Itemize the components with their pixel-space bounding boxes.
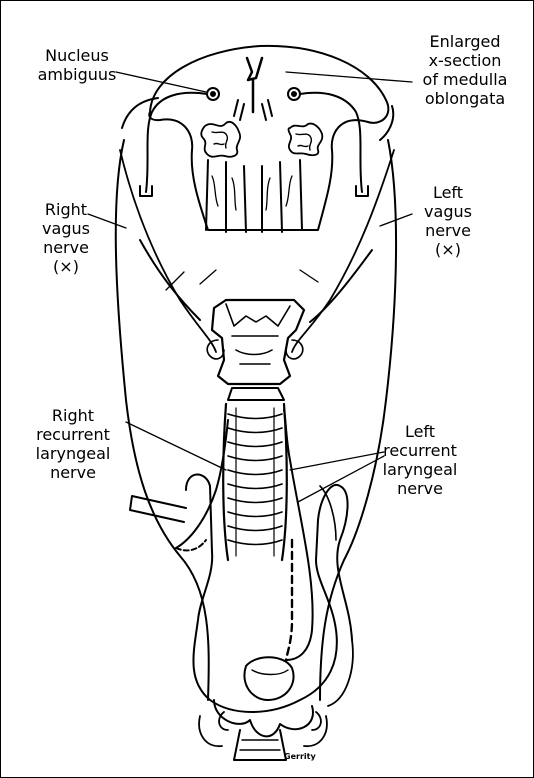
left-recurrent-nerve-dashed [286, 540, 292, 660]
label-nucleus-ambiguus: Nucleus ambiguus [30, 46, 124, 84]
label-left-recurrent-laryngeal-nerve: Left recurrent laryngeal nerve [370, 422, 470, 498]
label-left-vagus-nerve: Left vagus nerve (×) [420, 183, 476, 259]
label-line: recurrent [24, 425, 122, 444]
artist-signature: Gerrity [284, 752, 316, 761]
label-line: recurrent [370, 441, 470, 460]
median-fissure [247, 58, 262, 80]
larynx-cartilage [212, 300, 304, 384]
aortic-arch [186, 474, 352, 712]
label-line: Right [24, 406, 122, 425]
label-line: Right [38, 200, 94, 219]
label-right-vagus-nerve: Right vagus nerve (×) [38, 200, 94, 276]
label-line: oblongata [410, 89, 520, 108]
label-line: Left [370, 422, 470, 441]
medulla-outline [149, 46, 388, 230]
label-line: Nucleus [30, 46, 124, 65]
olive-left [289, 124, 323, 156]
right-recurrent-nerve [176, 420, 228, 548]
label-line: laryngeal [24, 444, 122, 463]
label-line: ambiguus [30, 65, 124, 84]
label-line: nerve [38, 238, 94, 257]
label-line: laryngeal [370, 460, 470, 479]
label-line: vagus [420, 202, 476, 221]
label-line: (×) [38, 257, 94, 276]
right-vagus-root [146, 93, 207, 192]
label-line: of medulla [410, 70, 520, 89]
label-line: (×) [420, 240, 476, 259]
right-vagus-nerve [116, 140, 209, 700]
pyramids [206, 160, 302, 232]
label-line: Enlarged [410, 32, 520, 51]
label-line: x-section [410, 51, 520, 70]
label-medulla-cross-section: Enlarged x-section of medulla oblongata [410, 32, 520, 108]
olive-right [201, 122, 240, 157]
lower-vessels [244, 657, 293, 700]
label-line: nerve [370, 479, 470, 498]
label-line: nerve [420, 221, 476, 240]
label-right-recurrent-laryngeal-nerve: Right recurrent laryngeal nerve [24, 406, 122, 482]
label-line: Left [420, 183, 476, 202]
label-line: vagus [38, 219, 94, 238]
leader-lines [88, 72, 412, 502]
label-line: nerve [24, 463, 122, 482]
trachea [223, 404, 287, 560]
